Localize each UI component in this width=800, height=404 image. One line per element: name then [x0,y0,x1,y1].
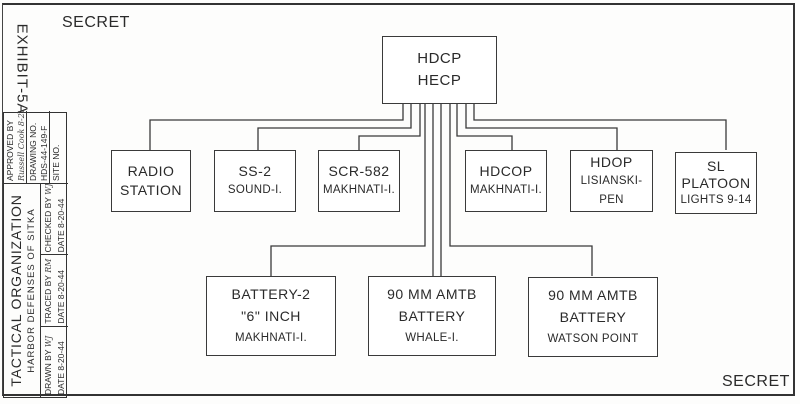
node-line3: WATSON POINT [547,333,639,345]
drawing-title: TACTICAL ORGANIZATION [8,194,24,387]
connector-hdop [465,103,618,150]
node-line1: 90 MM AMTB [387,286,477,302]
drawing-number: HDS-44-149-F [39,125,49,181]
node-line2: BATTERY [398,308,466,324]
classification-bottom: SECRET [722,373,790,390]
checked-date: DATE 8-20-44 [56,198,66,253]
traced-by-initials: RM [44,258,53,273]
classification-top: SECRET [62,14,130,31]
connector-radio [149,103,404,150]
node-line3: WHALE-I. [405,332,459,344]
page-border [2,3,795,396]
title-block-heading: TACTICAL ORGANIZATION HARBOR DEFENSES OF… [4,183,41,397]
drawing-number-cell: DRAWING NO. HDS-44-149-F [27,111,50,183]
node-line3: MAKHNATI-I. [234,332,308,344]
org-node-radio-station: RADIO STATION [111,150,191,212]
traced-by-label: TRACED BY [43,275,53,324]
node-line1: HDCOP [479,163,533,179]
title-block-approval: APPROVED BY Russell Cook 8-22-44 DRAWING… [4,111,68,183]
org-node-amtb-whale: 90 MM AMTB BATTERY WHALE-I. [368,276,496,356]
drawn-by-initials: WJ [44,335,53,348]
traced-by-cell: TRACED BY RM DATE 8-20-44 [41,254,68,326]
node-line1: HDCP [417,50,462,67]
node-line2: PLATOON [681,174,751,191]
org-node-hdcp-hecp: HDCP HECP [382,36,497,104]
approved-by-label: APPROVED BY [5,120,15,181]
node-line1: SCR-582 [328,163,390,179]
node-line2: "6" INCH [241,308,301,324]
node-line2: MAKHNATI-I. [469,184,543,196]
node-line2: STATION [119,182,183,198]
title-block: TACTICAL ORGANIZATION HARBOR DEFENSES OF… [3,111,68,398]
org-node-sl-platoon: SL PLATOON LIGHTS 9-14 [675,152,757,214]
node-line2: HECP [417,72,462,89]
node-line1: RADIO [127,163,175,179]
org-node-hdcop: HDCOP MAKHNATI-I. [465,150,547,212]
org-node-battery-2: BATTERY-2 "6" INCH MAKHNATI-I. [206,276,336,356]
node-line1: BATTERY-2 [231,286,311,302]
connector-scr582 [358,103,421,150]
connector-hdcop [456,103,513,150]
node-line2: BATTERY [559,309,627,325]
org-node-scr582: SCR-582 MAKHNATI-I. [318,150,400,212]
node-line1: HDOP [590,153,633,170]
site-number-cell: SITE NO. [50,111,68,183]
drawn-date: DATE 8-20-44 [56,341,66,395]
connector-amtb-watson [449,103,593,276]
connector-ss2 [257,103,412,150]
connector-bat2 [270,103,426,276]
node-line3: LIGHTS 9-14 [680,193,752,206]
drawn-by-label: DRAWN BY [43,349,53,395]
drawing-number-label: DRAWING NO. [28,122,38,181]
checked-by-initials: WJ [44,183,53,195]
node-line1: SL [706,157,726,174]
drawn-by-cell: DRAWN BY WJ DATE 8-20-44 [41,325,68,397]
node-line2: SOUND-I. [227,184,283,196]
approved-date: 8-22-44 [17,111,26,126]
checked-by-cell: CHECKED BY WJ DATE 8-20-44 [41,183,68,255]
title-block-signoffs: DRAWN BY WJ DATE 8-20-44 TRACED BY RM DA… [41,183,68,397]
connector-sl [473,103,727,150]
org-node-hdop: HDOP LISIANSKI-PEN [570,150,653,212]
drawing-subtitle: HARBOR DEFENSES OF SITKA [26,208,37,373]
checked-by-label: CHECKED BY [43,197,53,253]
approved-by-cell: APPROVED BY Russell Cook 8-22-44 [4,111,27,183]
org-node-ss2: SS-2 SOUND-I. [214,150,296,212]
node-line2: MAKHNATI-I. [322,184,396,196]
org-node-amtb-watson: 90 MM AMTB BATTERY WATSON POINT [528,277,658,357]
node-line2: LISIANSKI-PEN [580,174,643,206]
approved-signature: Russell Cook [17,128,26,181]
node-line1: 90 MM AMTB [548,287,638,303]
node-line1: SS-2 [238,163,272,179]
site-number-label: SITE NO. [51,144,61,181]
traced-date: DATE 8-20-44 [56,269,66,324]
